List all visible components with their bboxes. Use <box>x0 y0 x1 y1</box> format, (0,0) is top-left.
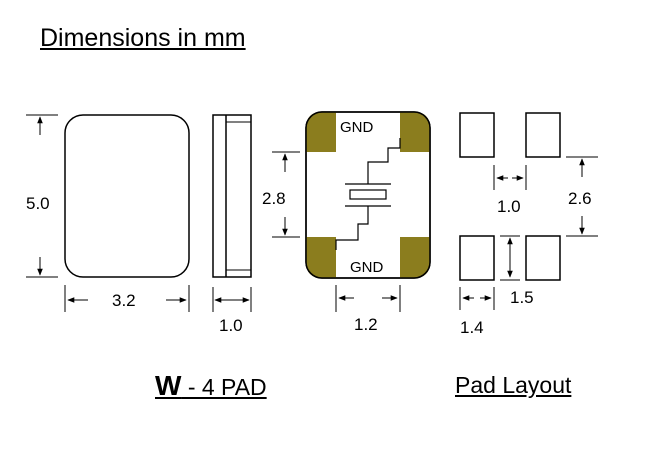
pad-pitch-v-label: 2.8 <box>262 189 286 208</box>
side-outline <box>212 114 252 278</box>
pad-bottom-right <box>400 237 430 278</box>
layout-pitch-v-label: 2.6 <box>568 189 592 208</box>
gnd-bottom-label: GND <box>350 259 384 276</box>
layout-pad-bottom-right <box>525 235 561 281</box>
package-caption-prefix: W <box>155 370 182 401</box>
layout-pad-bottom-left <box>459 235 495 281</box>
package-outline <box>64 114 190 278</box>
layout-gap-h-label: 1.0 <box>497 197 521 216</box>
package-caption: W - 4 PAD <box>155 370 267 402</box>
crystal-symbol <box>349 189 387 200</box>
layout-gap-v-label: 1.5 <box>510 288 534 307</box>
layout-pad-top-left <box>459 112 495 158</box>
pad-top-left <box>306 112 336 152</box>
width-label: 3.2 <box>112 291 136 310</box>
side-view: 1.0 <box>212 114 252 335</box>
thickness-label: 1.0 <box>219 316 243 335</box>
page-title: Dimensions in mm <box>40 24 246 52</box>
height-label: 5.0 <box>26 194 50 213</box>
bottom-view: GND GND 2.8 1.2 <box>262 111 431 334</box>
layout-pad-w-label: 1.4 <box>460 318 484 337</box>
pad-layout: 1.0 2.6 1.5 1.4 <box>459 112 598 337</box>
pad-bottom-left <box>306 237 336 278</box>
pad-layout-caption: Pad Layout <box>455 372 572 398</box>
package-caption-suffix: - 4 PAD <box>181 374 267 400</box>
top-view: 5.0 3.2 <box>26 114 190 312</box>
pad-spacing-h-label: 1.2 <box>354 315 378 334</box>
pad-top-right <box>400 112 430 152</box>
layout-pad-top-right <box>525 112 561 158</box>
gnd-top-label: GND <box>340 119 374 136</box>
trace-top <box>367 138 401 182</box>
trace-bottom <box>335 210 369 250</box>
